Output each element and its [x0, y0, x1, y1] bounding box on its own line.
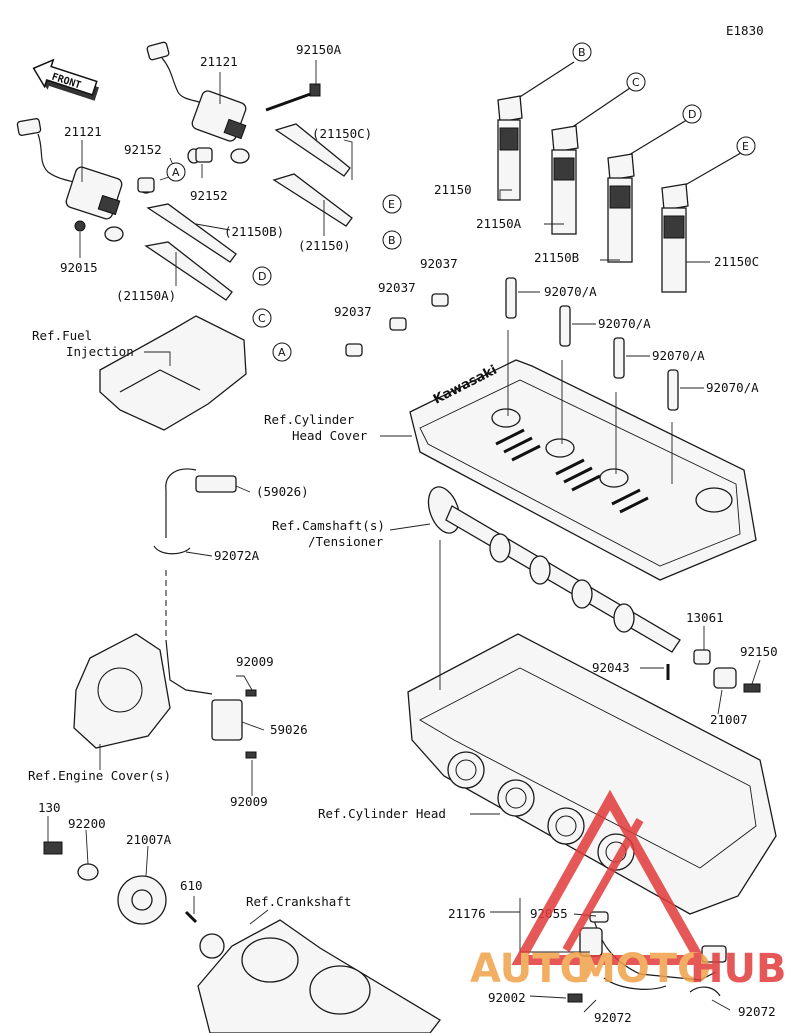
label-92037-b: 92037	[378, 280, 416, 295]
label-92152-a: 92152	[124, 142, 162, 157]
watermark-moto: MOTO	[576, 946, 711, 992]
label-13061: 13061	[686, 610, 724, 625]
label-21150C-paren: (21150C)	[312, 126, 372, 141]
rotor-21007	[713, 667, 737, 689]
pin-610	[184, 910, 198, 924]
callout-e-cap: E	[742, 140, 749, 153]
label-92043: 92043	[592, 660, 630, 675]
label-130: 130	[38, 800, 61, 815]
plug-caps-coils	[144, 123, 353, 301]
clips-92037	[345, 293, 449, 357]
label-21007: 21007	[710, 712, 748, 727]
callout-d-coil: D	[258, 270, 266, 283]
label-59026-paren: (59026)	[256, 484, 309, 499]
label-610: 610	[180, 878, 203, 893]
label-21150-paren: (21150)	[298, 238, 351, 253]
label-21150B: 21150B	[534, 250, 579, 265]
label-92150: 92150	[740, 644, 778, 659]
oil-pipe-assembly	[567, 911, 727, 1003]
callout-b-cap: B	[578, 46, 586, 59]
label-21150A-paren: (21150A)	[116, 288, 176, 303]
label-21176: 21176	[448, 906, 486, 921]
washer-92200	[77, 863, 99, 881]
label-21121-left: 21121	[64, 124, 102, 139]
ignition-coil-left	[16, 118, 154, 242]
spacer-92152-a	[137, 177, 155, 193]
label-92070A-1: 92070/A	[544, 284, 597, 299]
reference-labels: Ref.Fuel Injection Ref.Cylinder Head Cov…	[28, 328, 446, 909]
label-21150: 21150	[434, 182, 472, 197]
label-92070A-4: 92070/A	[706, 380, 759, 395]
callout-a-top: A	[172, 166, 180, 179]
front-arrow-icon: FRONT	[32, 58, 99, 101]
cylinder-head-cover: Kawasaki	[409, 359, 757, 581]
camshaft	[427, 486, 681, 653]
label-92072-b: 92072	[738, 1004, 776, 1019]
watermark: AUTO MOTO HUB	[470, 789, 786, 992]
label-21007A: 21007A	[126, 832, 172, 847]
watermark-hub: HUB	[690, 946, 786, 992]
leader-lines	[47, 60, 761, 1013]
callout-e-coil: E	[388, 198, 395, 211]
label-21150A: 21150A	[476, 216, 522, 231]
ref-camshaft-line1: Ref.Camshaft(s)	[272, 518, 385, 533]
callout-c-coil: C	[258, 312, 266, 325]
label-92009-a: 92009	[236, 654, 274, 669]
label-92037-c: 92037	[334, 304, 372, 319]
ref-cylinder-head: Ref.Cylinder Head	[318, 806, 446, 821]
callout-d-cap: D	[688, 108, 696, 121]
label-21121-top: 21121	[200, 54, 238, 69]
ref-fuel-injection-line2: Injection	[66, 344, 134, 359]
diagram-code: E1830	[726, 23, 764, 38]
watermark-auto: AUTO	[470, 946, 594, 992]
label-21150C: 21150C	[714, 254, 759, 269]
label-21150B-paren: (21150B)	[224, 224, 284, 239]
label-92070A-3: 92070/A	[652, 348, 705, 363]
bush-13061	[693, 649, 711, 665]
sensor-wire	[153, 468, 257, 759]
label-92072A: 92072A	[214, 548, 260, 563]
label-59026: 59026	[270, 722, 308, 737]
bracket	[99, 315, 247, 431]
spark-plugs	[505, 277, 679, 411]
bolt-92150	[743, 683, 761, 693]
label-92037-a: 92037	[420, 256, 458, 271]
label-92009-b: 92009	[230, 794, 268, 809]
callout-b-coil: B	[388, 234, 396, 247]
label-92200: 92200	[68, 816, 106, 831]
callout-a-bracket: A	[278, 346, 286, 359]
label-92072-a: 92072	[594, 1010, 632, 1025]
callout-markers: A E B D C A B C D E	[159, 42, 756, 362]
label-92070A-2: 92070/A	[598, 316, 651, 331]
crankshaft	[197, 919, 441, 1033]
label-92150A: 92150A	[296, 42, 342, 57]
ref-cyl-head-cover-line1: Ref.Cylinder	[264, 412, 355, 427]
bolt-130	[43, 841, 63, 855]
ref-crankshaft: Ref.Crankshaft	[246, 894, 351, 909]
label-92015: 92015	[60, 260, 98, 275]
ref-camshaft-line2: /Tensioner	[308, 534, 384, 549]
label-92002: 92002	[488, 990, 526, 1005]
spark-plug-caps	[497, 61, 747, 293]
ignition-coil-top	[146, 41, 321, 164]
spacer-92152-b	[195, 147, 213, 163]
engine-cover	[73, 633, 171, 749]
ref-fuel-injection-line1: Ref.Fuel	[32, 328, 92, 343]
ref-engine-cover: Ref.Engine Cover(s)	[28, 768, 171, 783]
ref-cyl-head-cover-line2: Head Cover	[292, 428, 368, 443]
callout-c-cap: C	[632, 76, 640, 89]
label-92152-b: 92152	[190, 188, 228, 203]
